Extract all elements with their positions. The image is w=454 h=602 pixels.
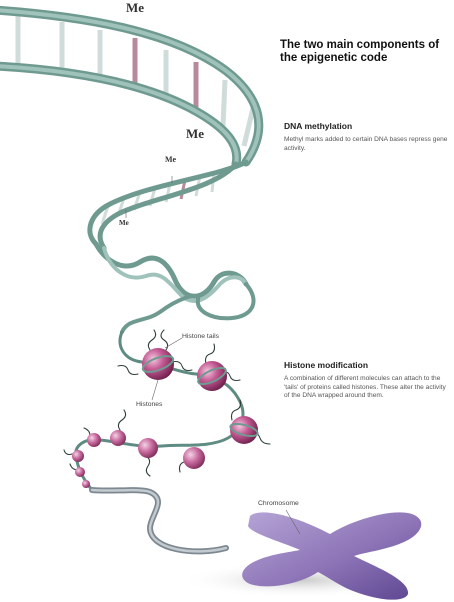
diagram-title: The two main components of the epigeneti… (280, 39, 452, 65)
histone-heading: Histone modification (284, 360, 368, 370)
dna-ladder-large (0, 10, 259, 164)
condensed-fiber (92, 490, 226, 551)
methyl-mark: Me (126, 0, 144, 16)
histones (72, 348, 259, 488)
dna-double-helix (96, 244, 254, 332)
methyl-mark: Me (119, 219, 129, 227)
methylation-heading: DNA methylation (284, 121, 352, 131)
methyl-mark: Me (165, 155, 176, 164)
label-histone-tails: Histone tails (182, 333, 219, 340)
label-chromosome: Chromosome (258, 500, 299, 507)
methyl-mark: Me (186, 126, 204, 142)
methylation-description: Methyl marks added to certain DNA bases … (284, 136, 449, 153)
label-histones: Histones (136, 401, 162, 408)
dna-ladder-medium (90, 162, 246, 248)
histone-description: A combination of different molecules can… (284, 375, 449, 401)
